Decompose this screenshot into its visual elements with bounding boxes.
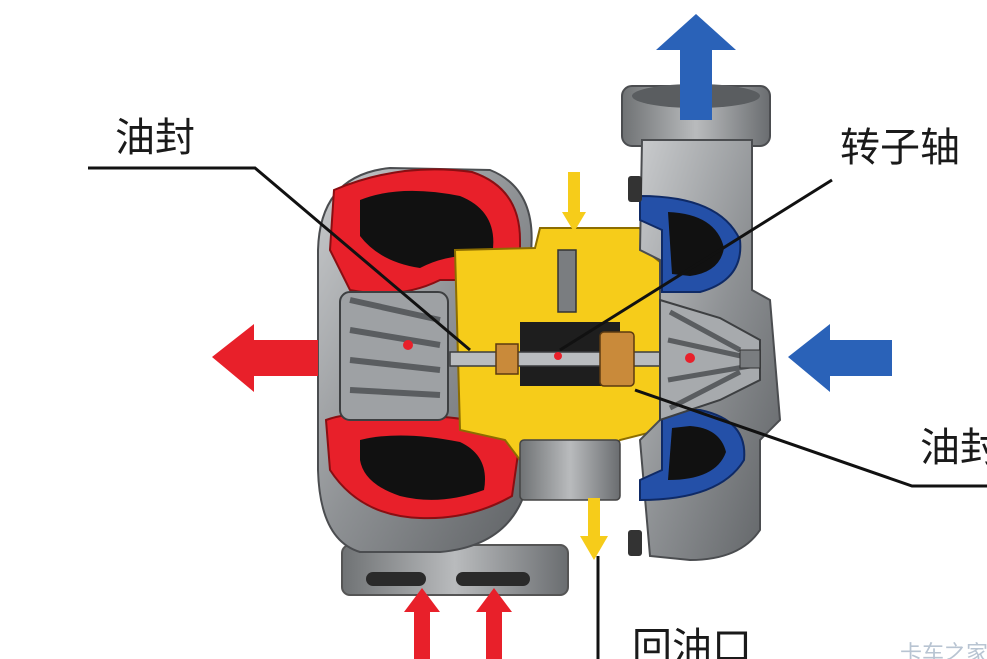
rotor-shaft-label: 转子轴 <box>840 125 960 171</box>
oil-return-label: 回油口 <box>632 625 752 659</box>
oil-seal-right-leader <box>634 388 987 488</box>
watermark: 卡车之家 <box>900 642 987 659</box>
up-arrow-icon <box>476 588 512 659</box>
leader-lines <box>88 166 987 659</box>
compressor-wheel <box>659 298 761 422</box>
oil-seal-left-label: 油封 <box>115 115 195 161</box>
down-arrow-icon <box>580 498 608 560</box>
up-arrow-icon <box>656 14 736 120</box>
oil-seal-right-label: 油封 <box>920 425 987 471</box>
turbine-wheel <box>339 291 449 421</box>
left-arrow-icon <box>212 324 318 392</box>
turbine-volute <box>324 168 522 520</box>
oil-seal-left-leader <box>88 166 471 352</box>
rotor-shaft <box>449 331 691 387</box>
rotor-shaft-leader <box>559 178 833 352</box>
left-arrow-icon <box>788 324 892 392</box>
up-arrow-icon <box>404 588 440 659</box>
down-arrow-icon <box>562 172 586 232</box>
exhaust-flange <box>341 544 569 596</box>
